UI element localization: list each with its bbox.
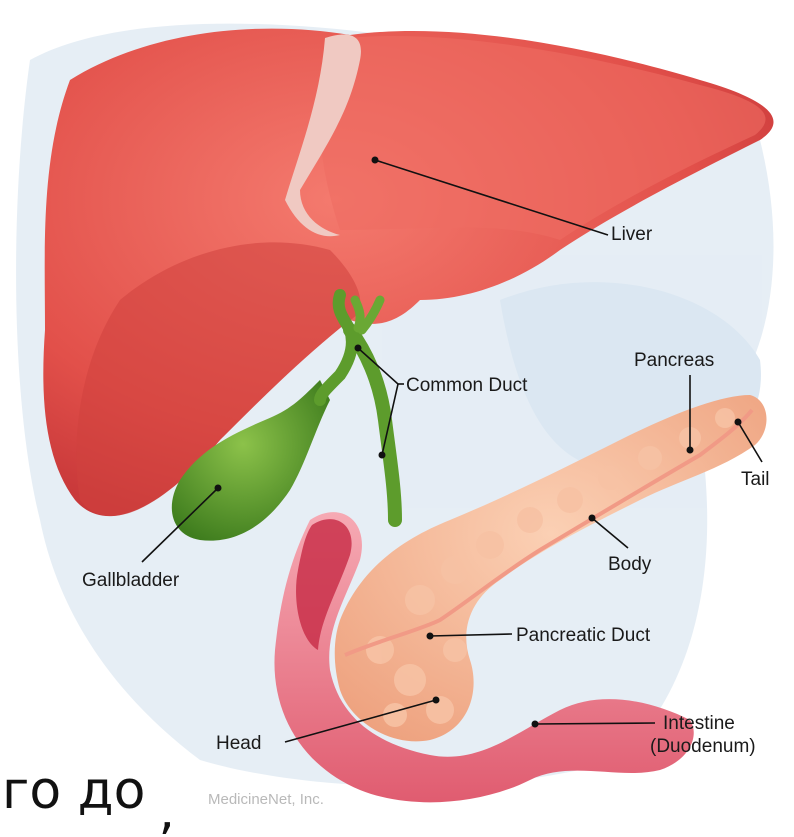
label-common-duct: Common Duct [406,375,528,396]
label-duodenum: (Duodenum) [650,736,756,757]
label-gallbladder: Gallbladder [82,570,180,591]
label-pancreatic-duct: Pancreatic Duct [516,625,651,646]
label-intestine: Intestine [663,713,735,734]
label-liver: Liver [611,224,653,245]
watermark: MedicineNet, Inc. [208,791,324,808]
caption-line-2: ’ [158,813,175,837]
leader-intestine [535,723,655,724]
label-pancreas: Pancreas [634,350,714,371]
label-head: Head [216,733,261,754]
label-tail: Tail [741,469,770,490]
label-body: Body [608,554,652,575]
caption-line-1: го до [2,761,145,821]
